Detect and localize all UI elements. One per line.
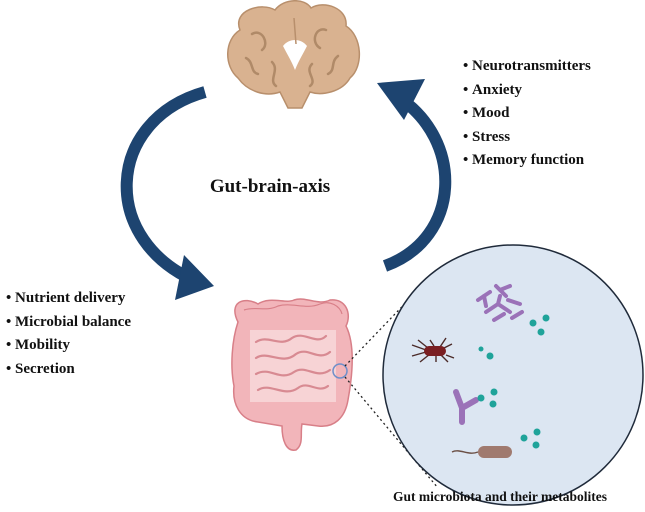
axis-label: Gut-brain-axis xyxy=(209,176,331,197)
microbiota-circle xyxy=(382,244,644,506)
bacteria-icon xyxy=(453,389,479,425)
list-item: Secretion xyxy=(6,358,131,382)
left-loop-arrow-icon xyxy=(120,86,214,300)
brain-icon xyxy=(227,0,361,109)
brain-to-gut-list: Neurotransmitters Anxiety Mood Stress Me… xyxy=(463,55,591,173)
bacteria-icon xyxy=(451,446,512,458)
list-item: Nutrient delivery xyxy=(6,287,131,311)
right-loop-arrow-icon xyxy=(377,79,452,272)
metabolite-dot-icon xyxy=(477,314,550,449)
list-item: Memory function xyxy=(463,149,591,173)
list-item: Neurotransmitters xyxy=(463,55,591,79)
gut-function-list: Nutrient delivery Microbial balance Mobi… xyxy=(6,287,131,381)
intestine-icon xyxy=(231,298,354,451)
bacteria-icon xyxy=(411,337,455,363)
list-item: Microbial balance xyxy=(6,311,131,335)
list-item: Mood xyxy=(463,102,591,126)
microbiota-caption: Gut microbiota and their metabolites xyxy=(393,489,607,504)
list-item: Mobility xyxy=(6,334,131,358)
list-item: Stress xyxy=(463,126,591,150)
list-item: Anxiety xyxy=(463,79,591,103)
bacteria-icon xyxy=(476,284,524,322)
